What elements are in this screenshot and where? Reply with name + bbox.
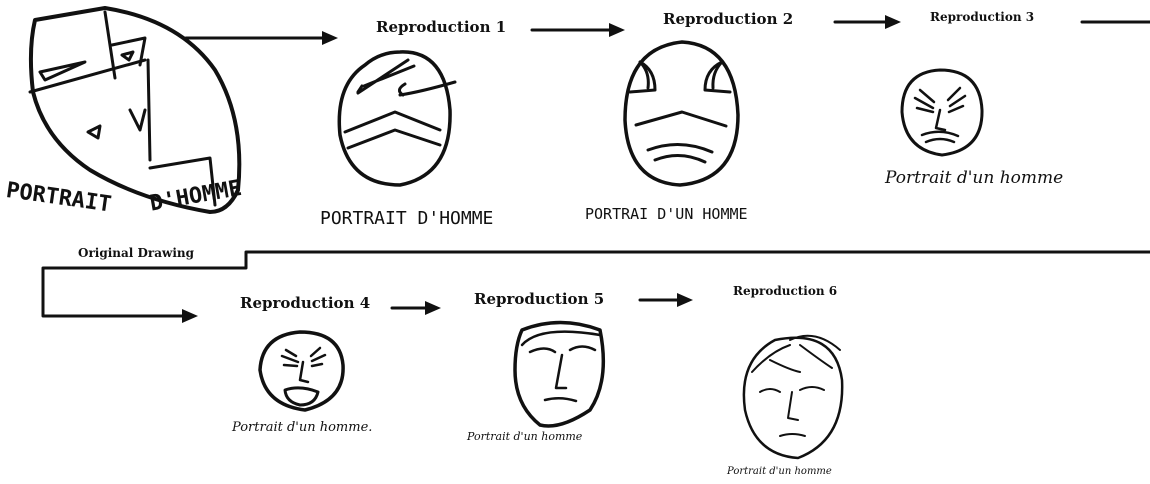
reproduction-6-drawing [742, 334, 844, 460]
caption-reproduction-3: Portrait d'un homme [885, 168, 1064, 188]
label-reproduction-1: Reproduction 1 [376, 18, 507, 36]
caption-reproduction-2: PORTRAI D'UN HOMME [585, 205, 748, 223]
reproduction-5-drawing [513, 320, 606, 428]
caption-reproduction-5: Portrait d'un homme [467, 430, 583, 443]
caption-reproduction-4: Portrait d'un homme. [232, 420, 373, 435]
label-reproduction-5: Reproduction 5 [474, 290, 605, 308]
reproduction-4-drawing [258, 330, 345, 412]
label-reproduction-3: Reproduction 3 [930, 10, 1035, 24]
caption-reproduction-6: Portrait d'un homme [727, 466, 832, 477]
label-reproduction-6: Reproduction 6 [733, 284, 838, 298]
caption-reproduction-1: PORTRAIT D'HOMME [320, 208, 494, 229]
reproduction-2-drawing [623, 40, 740, 187]
reproduction-1-drawing [337, 50, 457, 187]
reproduction-3-drawing [900, 68, 984, 157]
original-drawing [28, 6, 242, 214]
label-reproduction-4: Reproduction 4 [240, 294, 371, 312]
label-reproduction-2: Reproduction 2 [663, 10, 794, 28]
label-original-drawing: Original Drawing [78, 246, 195, 260]
